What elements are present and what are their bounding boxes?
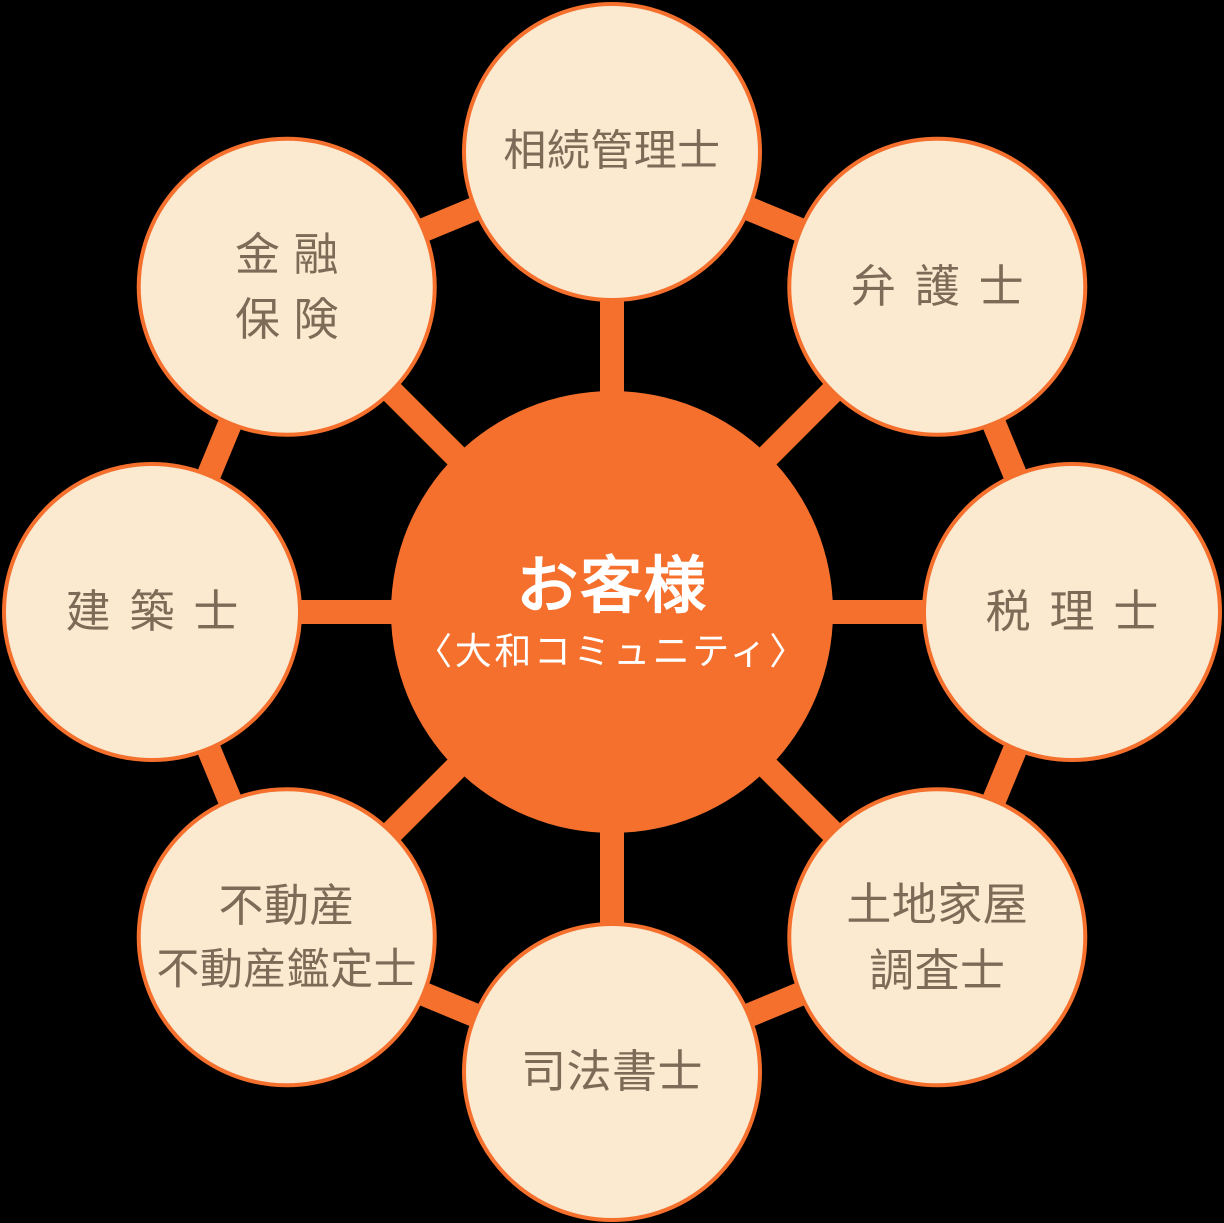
node-circle-top[interactable] bbox=[462, 2, 762, 302]
node-circle-right[interactable] bbox=[922, 462, 1222, 762]
node-circle-bottom-right[interactable] bbox=[787, 787, 1088, 1088]
node-circle-top-left[interactable] bbox=[136, 136, 437, 437]
center-circle[interactable] bbox=[391, 391, 833, 833]
node-circle-bottom[interactable] bbox=[462, 922, 762, 1222]
node-circle-top-right[interactable] bbox=[787, 136, 1088, 437]
node-circle-bottom-left[interactable] bbox=[136, 787, 437, 1088]
node-circle-left[interactable] bbox=[2, 462, 302, 762]
